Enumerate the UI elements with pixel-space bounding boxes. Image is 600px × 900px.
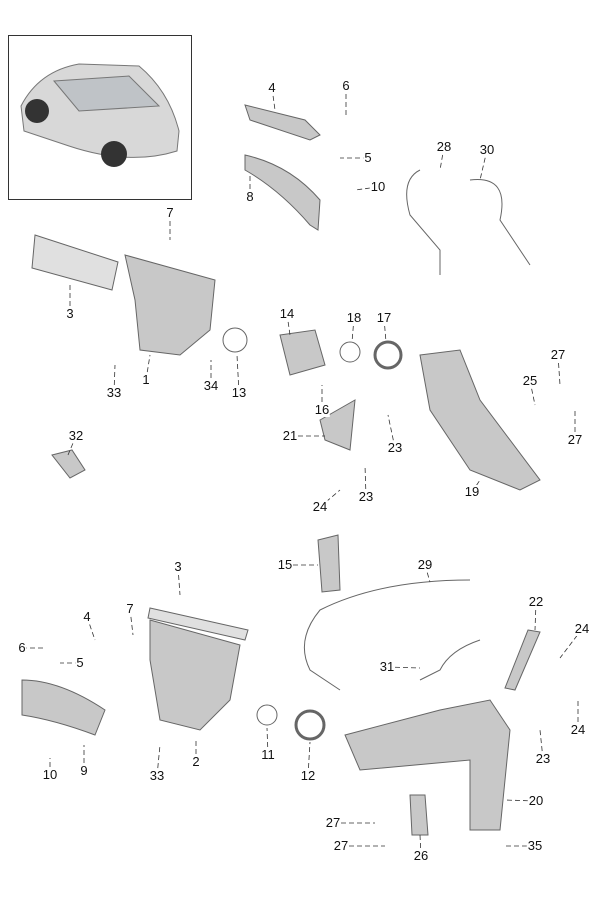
flange-14 [279, 329, 326, 376]
callout-10: 10 [41, 767, 59, 782]
callout-24: 24 [573, 621, 591, 636]
leader-line [504, 799, 537, 802]
callout-25: 25 [521, 373, 539, 388]
leader-line [387, 414, 396, 449]
heat-shield-9 [21, 679, 106, 736]
bracket-21 [319, 399, 356, 451]
bracket-15 [317, 534, 341, 593]
callout-2: 2 [191, 754, 201, 769]
catalytic-19 [419, 349, 541, 491]
callout-35: 35 [526, 838, 544, 853]
gasket-3b [147, 607, 249, 641]
callout-23: 23 [386, 440, 404, 455]
callout-23: 23 [357, 489, 375, 504]
callout-30: 30 [478, 142, 496, 157]
leader-line [236, 354, 240, 394]
bracket-22 [504, 629, 541, 691]
callout-12: 12 [299, 768, 317, 783]
leader-line [386, 666, 421, 669]
callout-32: 32 [67, 428, 85, 443]
callout-17: 17 [375, 310, 393, 325]
callout-4: 4 [267, 80, 277, 95]
callout-9: 9 [79, 763, 89, 778]
callout-19: 19 [463, 484, 481, 499]
callout-27: 27 [324, 815, 342, 830]
bracket-26 [409, 794, 429, 836]
callout-3: 3 [173, 559, 183, 574]
heat-shield-8 [244, 154, 321, 231]
callout-29: 29 [416, 557, 434, 572]
leader-line [307, 741, 311, 777]
sensor-31 [419, 639, 481, 681]
callout-24: 24 [311, 499, 329, 514]
turbo-manifold-1 [124, 254, 216, 356]
callout-24: 24 [569, 722, 587, 737]
callout-10: 10 [369, 179, 387, 194]
sensor-28 [406, 169, 441, 275]
callout-22: 22 [527, 594, 545, 609]
callout-28: 28 [435, 139, 453, 154]
callout-6: 6 [17, 640, 27, 655]
callout-5: 5 [363, 150, 373, 165]
catalytic-20 [344, 699, 511, 831]
callout-23: 23 [534, 751, 552, 766]
gasket-3 [31, 234, 119, 291]
leader-line [479, 149, 488, 181]
part-32 [51, 449, 86, 479]
callout-27: 27 [549, 347, 567, 362]
callout-18: 18 [345, 310, 363, 325]
callout-33: 33 [148, 768, 166, 783]
callout-21: 21 [281, 428, 299, 443]
callout-34: 34 [202, 378, 220, 393]
callout-33: 33 [105, 385, 123, 400]
callout-1: 1 [141, 372, 151, 387]
callout-27: 27 [566, 432, 584, 447]
leader-line [156, 744, 161, 777]
callout-31: 31 [378, 659, 396, 674]
callout-20: 20 [527, 793, 545, 808]
leader-line [557, 354, 561, 386]
turbo-manifold-2 [149, 619, 241, 731]
callout-27: 27 [332, 838, 350, 853]
callout-3: 3 [65, 306, 75, 321]
callout-26: 26 [412, 848, 430, 863]
callout-16: 16 [313, 402, 331, 417]
callout-8: 8 [245, 189, 255, 204]
heat-shield-4 [244, 104, 321, 141]
leader-line [364, 464, 367, 498]
callout-13: 13 [230, 385, 248, 400]
leader-line [559, 628, 583, 659]
callout-5: 5 [75, 655, 85, 670]
callout-14: 14 [278, 306, 296, 321]
sensor-29 [303, 579, 471, 691]
callout-7: 7 [125, 601, 135, 616]
callout-4: 4 [82, 609, 92, 624]
car-illustration [20, 63, 180, 167]
sensor-30 [469, 179, 531, 266]
callout-15: 15 [276, 557, 294, 572]
callout-6: 6 [341, 78, 351, 93]
vehicle-inset [8, 35, 192, 200]
callout-7: 7 [165, 205, 175, 220]
callout-11: 11 [260, 747, 276, 762]
